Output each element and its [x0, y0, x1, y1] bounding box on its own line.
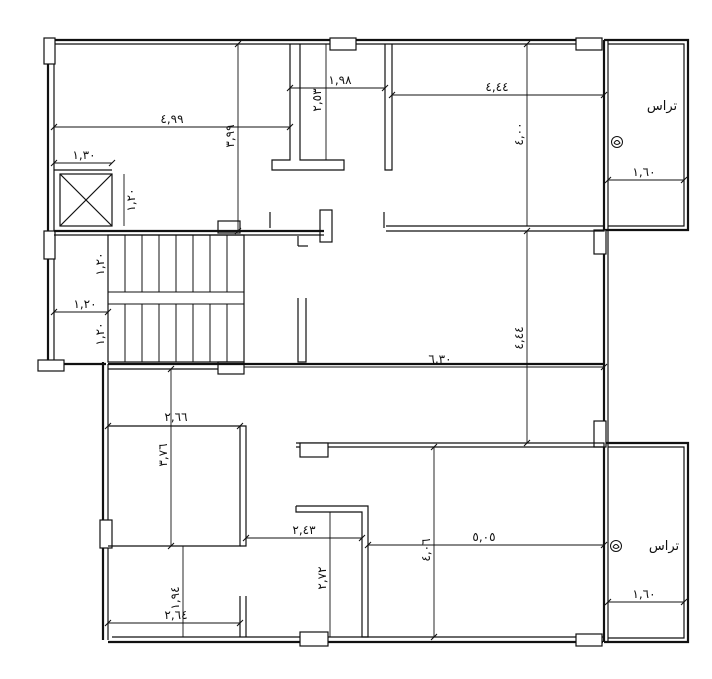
terrace-label-top: تراس [647, 99, 678, 114]
dim-label-272: ٢,٧٢ [315, 566, 329, 589]
dim-label-243: ٢,٤٣ [292, 523, 316, 537]
dim-label-120-stair-c: ١,٢٠ [93, 322, 107, 345]
dim-label-120-shaft: ١,٢٠ [124, 188, 138, 211]
terrace-top [604, 38, 690, 232]
dim-label-198: ١,٩٨ [328, 73, 352, 87]
dimension-labels: ٤,٩٩ ١,٩٨ ٢,٥٣ ٣,٩٩ ٤,٤٤ ٤,٠٠ ١,٣٠ ١,٢٠ … [72, 73, 655, 622]
dim-label-194: ١,٩٤ [168, 586, 182, 609]
dim-label-630: ٦,٣٠ [428, 352, 451, 366]
dim-label-160-bottom: ١,٦٠ [632, 587, 655, 601]
dim-label-120-stair-b: ١,٢٠ [73, 297, 96, 311]
dim-label-266: ٢,٦٦ [164, 410, 187, 424]
terrace-labels: تراس تراس [610, 99, 680, 554]
dim-label-444-top: ٤,٤٤ [485, 80, 508, 94]
dim-label-444-mid: ٤,٤٤ [512, 326, 526, 349]
exterior-walls [46, 38, 609, 644]
dim-label-406: ٤,٠٦ [419, 538, 433, 561]
dim-label-130: ١,٣٠ [72, 148, 95, 162]
dim-label-264: ٢,٦٤ [164, 608, 187, 622]
dim-label-253: ٢,٥٣ [310, 88, 324, 112]
terrace-bottom [604, 441, 690, 644]
dim-label-160-top: ١,٦٠ [632, 165, 655, 179]
terrace-label-bottom: تراس [649, 539, 680, 554]
floor-drain-bottom-icon [610, 540, 622, 552]
dim-label-376: ٣,٧٦ [156, 443, 170, 466]
dim-label-120-stair-a: ١,٢٠ [93, 252, 107, 275]
dimension-lines [50, 40, 688, 641]
floor-drain-top-icon [611, 136, 623, 148]
staircase [107, 234, 245, 363]
dim-label-499: ٤,٩٩ [160, 112, 183, 126]
dim-label-505: ٥,٠٥ [472, 530, 495, 544]
dim-label-399: ٣,٩٩ [223, 124, 237, 147]
service-shaft [59, 173, 113, 227]
dim-label-400: ٤,٠٠ [512, 122, 526, 145]
